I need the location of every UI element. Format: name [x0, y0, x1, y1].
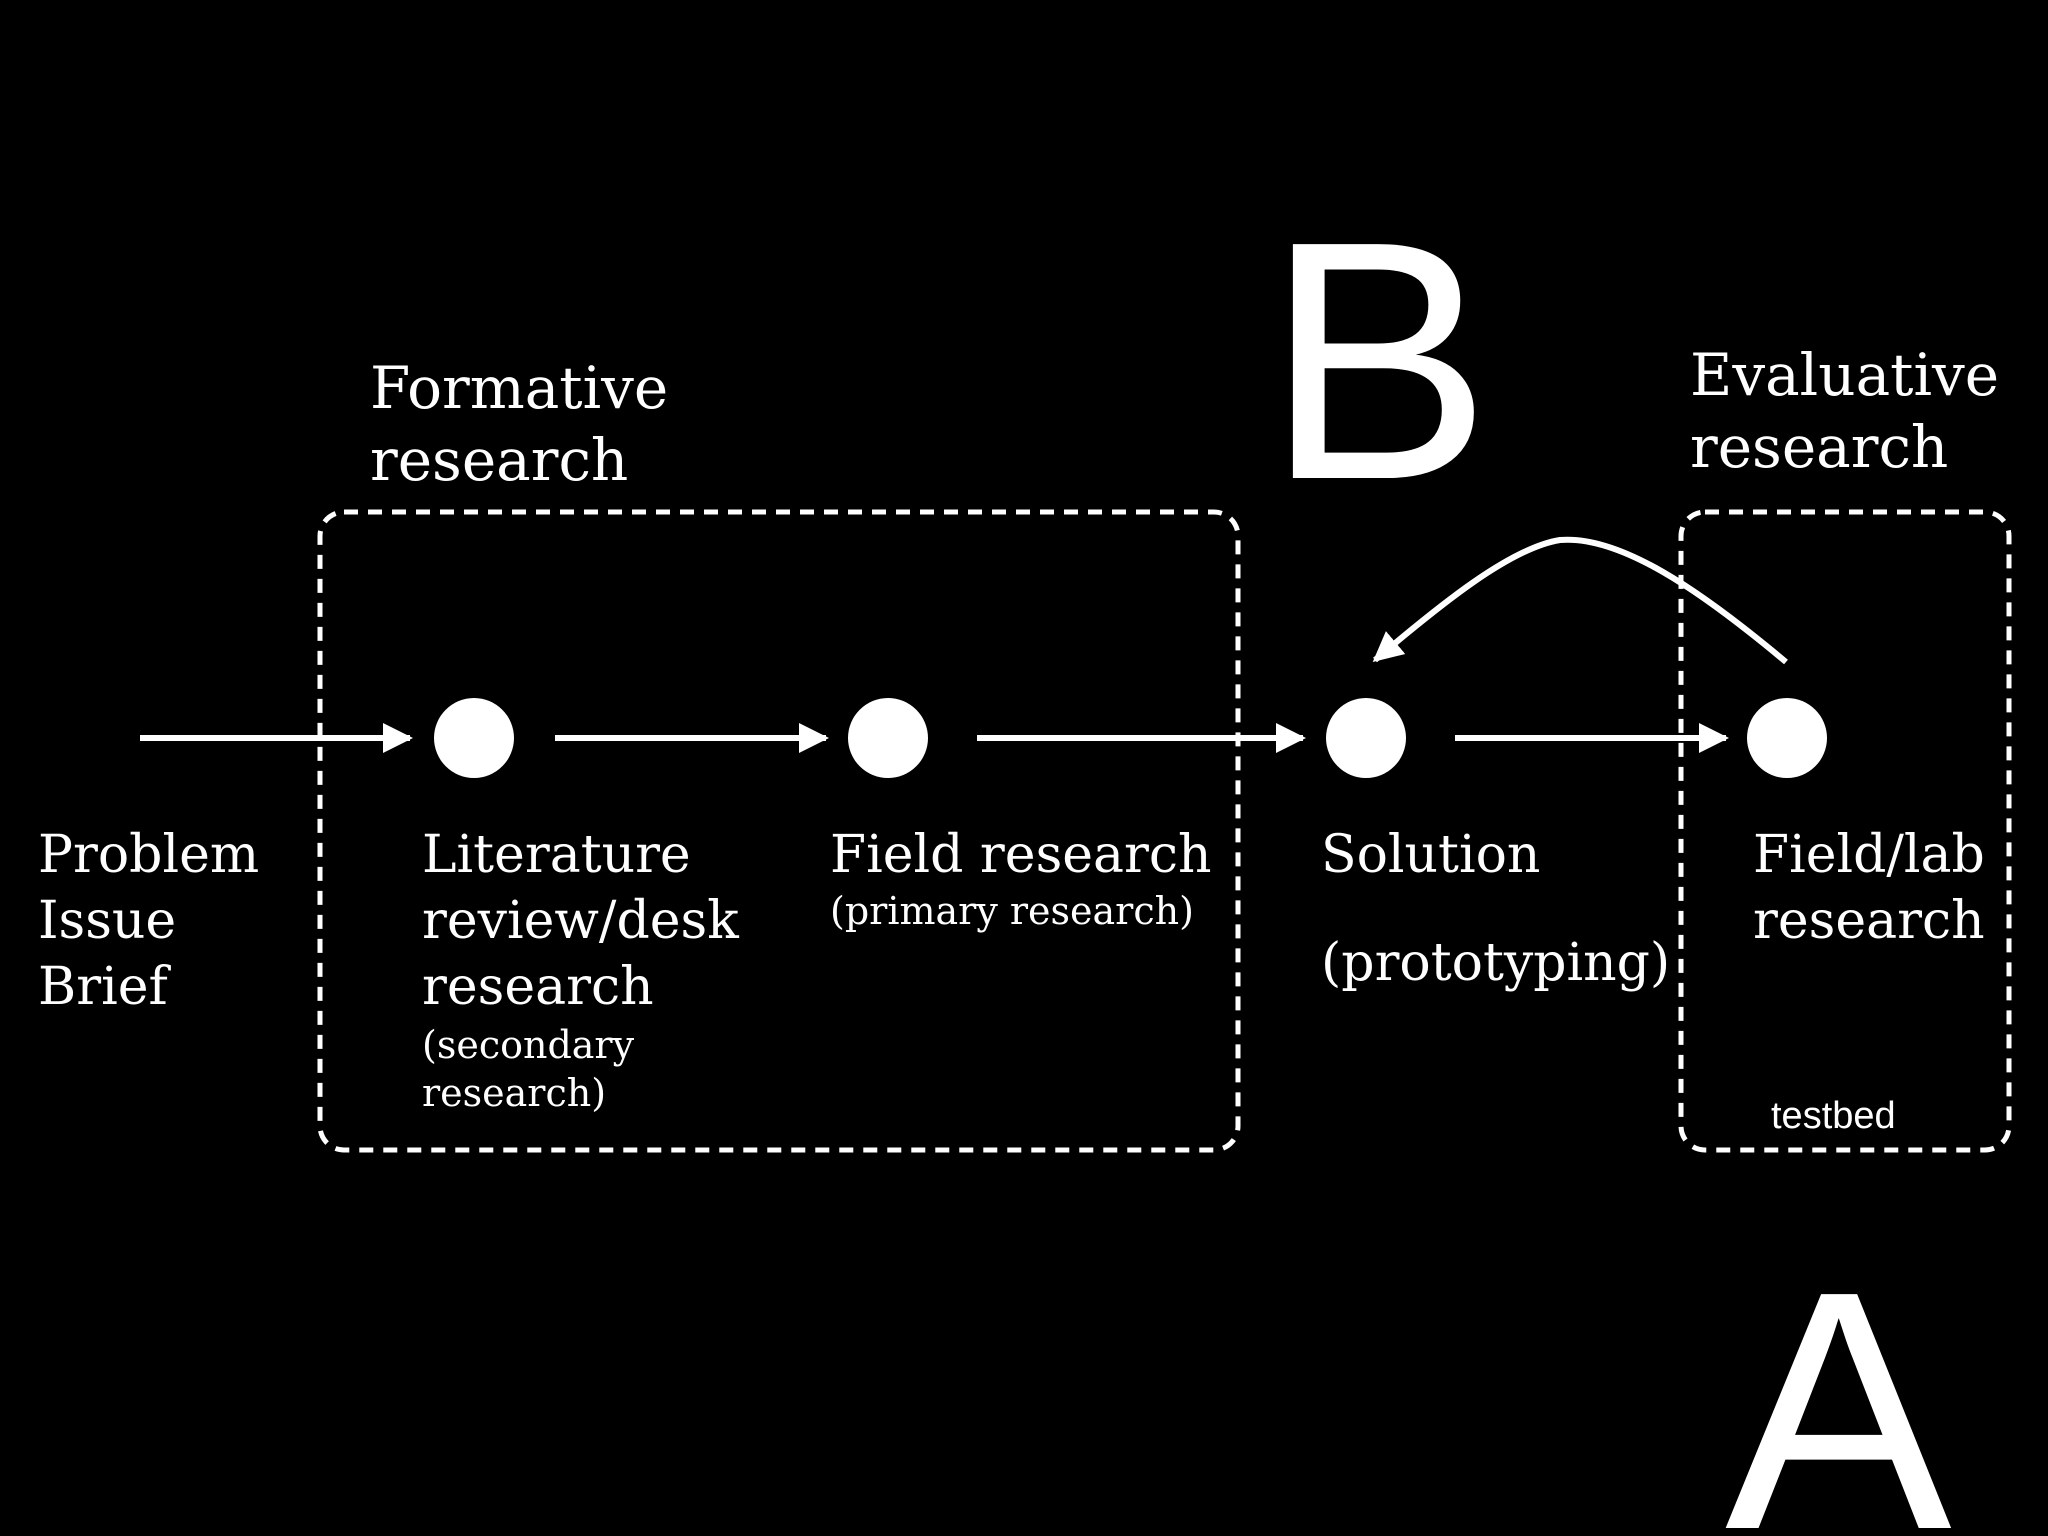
feedback-arrow-fieldlab-to-solution	[1372, 536, 1788, 665]
literature-sub-line1: (secondary	[422, 1023, 635, 1067]
start-label-line1: Problem	[38, 825, 259, 885]
start-label-line2: Issue	[38, 891, 176, 951]
testbed-label: testbed	[1771, 1095, 1896, 1137]
solution-label-line2: (prototyping)	[1321, 933, 1670, 993]
formative-title-line2: research	[370, 426, 628, 494]
fieldlab-label-line2: research	[1753, 891, 1985, 951]
node-dot-field-research	[848, 698, 928, 778]
field-label-line1: Field research	[830, 825, 1212, 885]
field-sub-line1: (primary research)	[830, 889, 1194, 933]
literature-sub-line2: research)	[422, 1071, 606, 1115]
evaluative-research-box	[1678, 509, 2012, 1153]
fieldlab-label-line1: Field/lab	[1753, 825, 1985, 885]
formative-title-line1: Formative	[370, 354, 668, 422]
start-label-line3: Brief	[38, 957, 171, 1017]
evaluative-title-line1: Evaluative	[1690, 341, 1999, 409]
literature-label-line2: review/desk	[422, 891, 739, 951]
node-dot-fieldlab	[1747, 698, 1827, 778]
solution-label-line1: Solution	[1321, 825, 1540, 885]
letter-a: A	[1725, 1221, 1953, 1536]
formative-research-box	[317, 509, 1241, 1153]
literature-label-line1: Literature	[422, 825, 691, 885]
literature-label-line3: research	[422, 957, 654, 1017]
letter-b: B	[1265, 171, 1492, 551]
evaluative-title-line2: research	[1690, 413, 1948, 481]
node-dot-literature	[434, 698, 514, 778]
node-dot-solution	[1326, 698, 1406, 778]
